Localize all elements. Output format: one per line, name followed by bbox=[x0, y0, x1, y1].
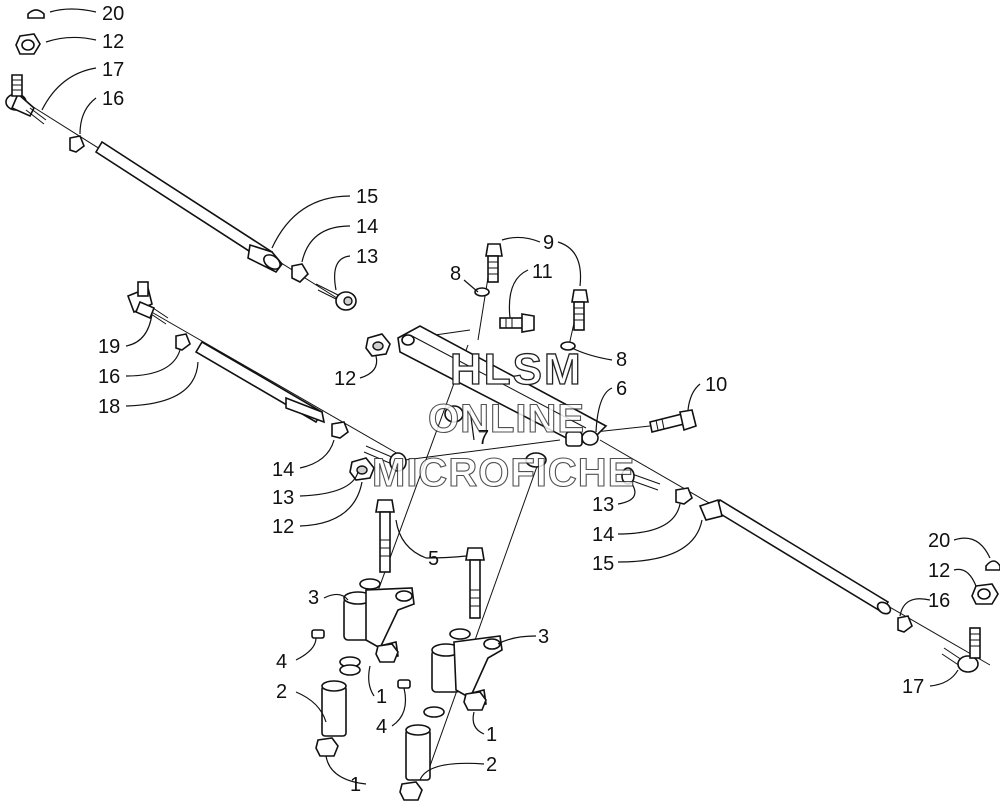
bolt-5-left bbox=[375, 499, 395, 573]
callout-10: 10 bbox=[705, 374, 727, 396]
nut-12-lower-right bbox=[971, 583, 999, 605]
tie-rod-end-19 bbox=[126, 281, 169, 325]
bushing-right bbox=[405, 724, 431, 781]
jam-nut-14-lower-left bbox=[331, 421, 349, 439]
adjuster-13-lower-right bbox=[621, 467, 661, 491]
tie-rod-end-17-lower-right bbox=[941, 627, 981, 673]
callout-1: 1 bbox=[486, 724, 497, 746]
callout-12: 12 bbox=[928, 560, 950, 582]
callout-2: 2 bbox=[486, 754, 497, 776]
bushing-left bbox=[321, 680, 347, 737]
callout-20: 20 bbox=[102, 3, 124, 25]
callout-12: 12 bbox=[272, 516, 294, 538]
callout-14: 14 bbox=[356, 216, 378, 238]
tie-rod-lower-right bbox=[698, 498, 892, 615]
set-screw-right bbox=[397, 679, 411, 689]
jam-nut-upper-left bbox=[69, 135, 85, 153]
washer-7 bbox=[444, 405, 547, 468]
callout-7: 7 bbox=[478, 427, 489, 449]
callout-9: 9 bbox=[543, 232, 554, 254]
drag-link bbox=[397, 325, 608, 447]
callout-16: 16 bbox=[928, 590, 950, 612]
callout-11: 11 bbox=[532, 261, 553, 283]
callout-15: 15 bbox=[592, 553, 614, 575]
tie-rod-lower-left bbox=[194, 340, 326, 424]
callout-4: 4 bbox=[276, 651, 287, 673]
callout-5: 5 bbox=[428, 548, 439, 570]
callout-20: 20 bbox=[928, 530, 950, 552]
callout-17: 17 bbox=[102, 59, 124, 81]
callout-8: 8 bbox=[616, 349, 627, 371]
cap-top-left bbox=[27, 9, 45, 19]
callout-labels: 20 12 17 16 15 14 13 9 8 11 8 6 10 12 19… bbox=[98, 3, 950, 796]
nut-1-right-lower bbox=[399, 781, 423, 801]
jam-nut-16-lower-right bbox=[897, 615, 913, 633]
callout-1: 1 bbox=[350, 774, 361, 796]
callout-4: 4 bbox=[376, 716, 387, 738]
jam-nut-14-lower-right bbox=[675, 487, 693, 505]
callout-13: 13 bbox=[356, 246, 378, 268]
callout-1: 1 bbox=[376, 686, 387, 708]
bolt-5-right bbox=[465, 547, 485, 619]
nut-1-left-lower bbox=[315, 737, 339, 757]
callout-14: 14 bbox=[272, 459, 294, 481]
jam-nut-16-lower-left bbox=[175, 333, 191, 351]
callout-16: 16 bbox=[98, 366, 120, 388]
tie-rod-upper-left bbox=[94, 140, 284, 274]
adjuster-13-lower-left bbox=[363, 445, 407, 472]
callout-6: 6 bbox=[616, 378, 627, 400]
callout-15: 15 bbox=[356, 186, 378, 208]
bolt-10 bbox=[649, 409, 697, 433]
jam-nut-14-upper bbox=[291, 263, 310, 283]
cap-20-lower-right bbox=[985, 560, 1000, 571]
bolt-11 bbox=[499, 313, 535, 333]
leader-lines bbox=[41, 8, 991, 785]
washers-right bbox=[423, 628, 471, 718]
watermark-line-2: ONLINE bbox=[428, 397, 585, 441]
nut-1-right-upper bbox=[463, 691, 487, 711]
tie-rod-end-upper-left bbox=[5, 74, 47, 125]
watermark-line-1: HLSM bbox=[450, 345, 583, 394]
washer-8-right bbox=[560, 341, 576, 351]
callout-12: 12 bbox=[334, 368, 356, 390]
nut-12-center bbox=[365, 333, 391, 357]
callout-14: 14 bbox=[592, 524, 614, 546]
watermark: HLSM ONLINE MICROFICHE bbox=[371, 344, 635, 495]
assembly-axes bbox=[29, 104, 991, 781]
callout-8: 8 bbox=[450, 263, 461, 285]
bolt-9-right bbox=[571, 289, 589, 331]
callout-2: 2 bbox=[276, 681, 287, 703]
watermark-line-3: MICROFICHE bbox=[372, 451, 635, 495]
callout-3: 3 bbox=[308, 587, 319, 609]
callout-12: 12 bbox=[102, 31, 124, 53]
nut-12-lower-left bbox=[349, 457, 375, 481]
washer-8-left bbox=[474, 287, 490, 297]
pitman-arm-left bbox=[343, 587, 415, 659]
callout-16: 16 bbox=[102, 88, 124, 110]
callout-19: 19 bbox=[98, 336, 120, 358]
callout-13: 13 bbox=[592, 494, 614, 516]
callout-17: 17 bbox=[902, 676, 924, 698]
set-screw-left bbox=[311, 629, 325, 639]
pitman-arm-right bbox=[431, 635, 503, 707]
bolt-9-left bbox=[485, 243, 503, 283]
adjuster-13-upper bbox=[315, 283, 357, 311]
callout-18: 18 bbox=[98, 396, 120, 418]
nut-top-left bbox=[15, 33, 41, 55]
nut-1-left-upper bbox=[375, 643, 399, 663]
callout-13: 13 bbox=[272, 487, 294, 509]
callout-3: 3 bbox=[538, 626, 549, 648]
washers-left bbox=[339, 578, 381, 676]
